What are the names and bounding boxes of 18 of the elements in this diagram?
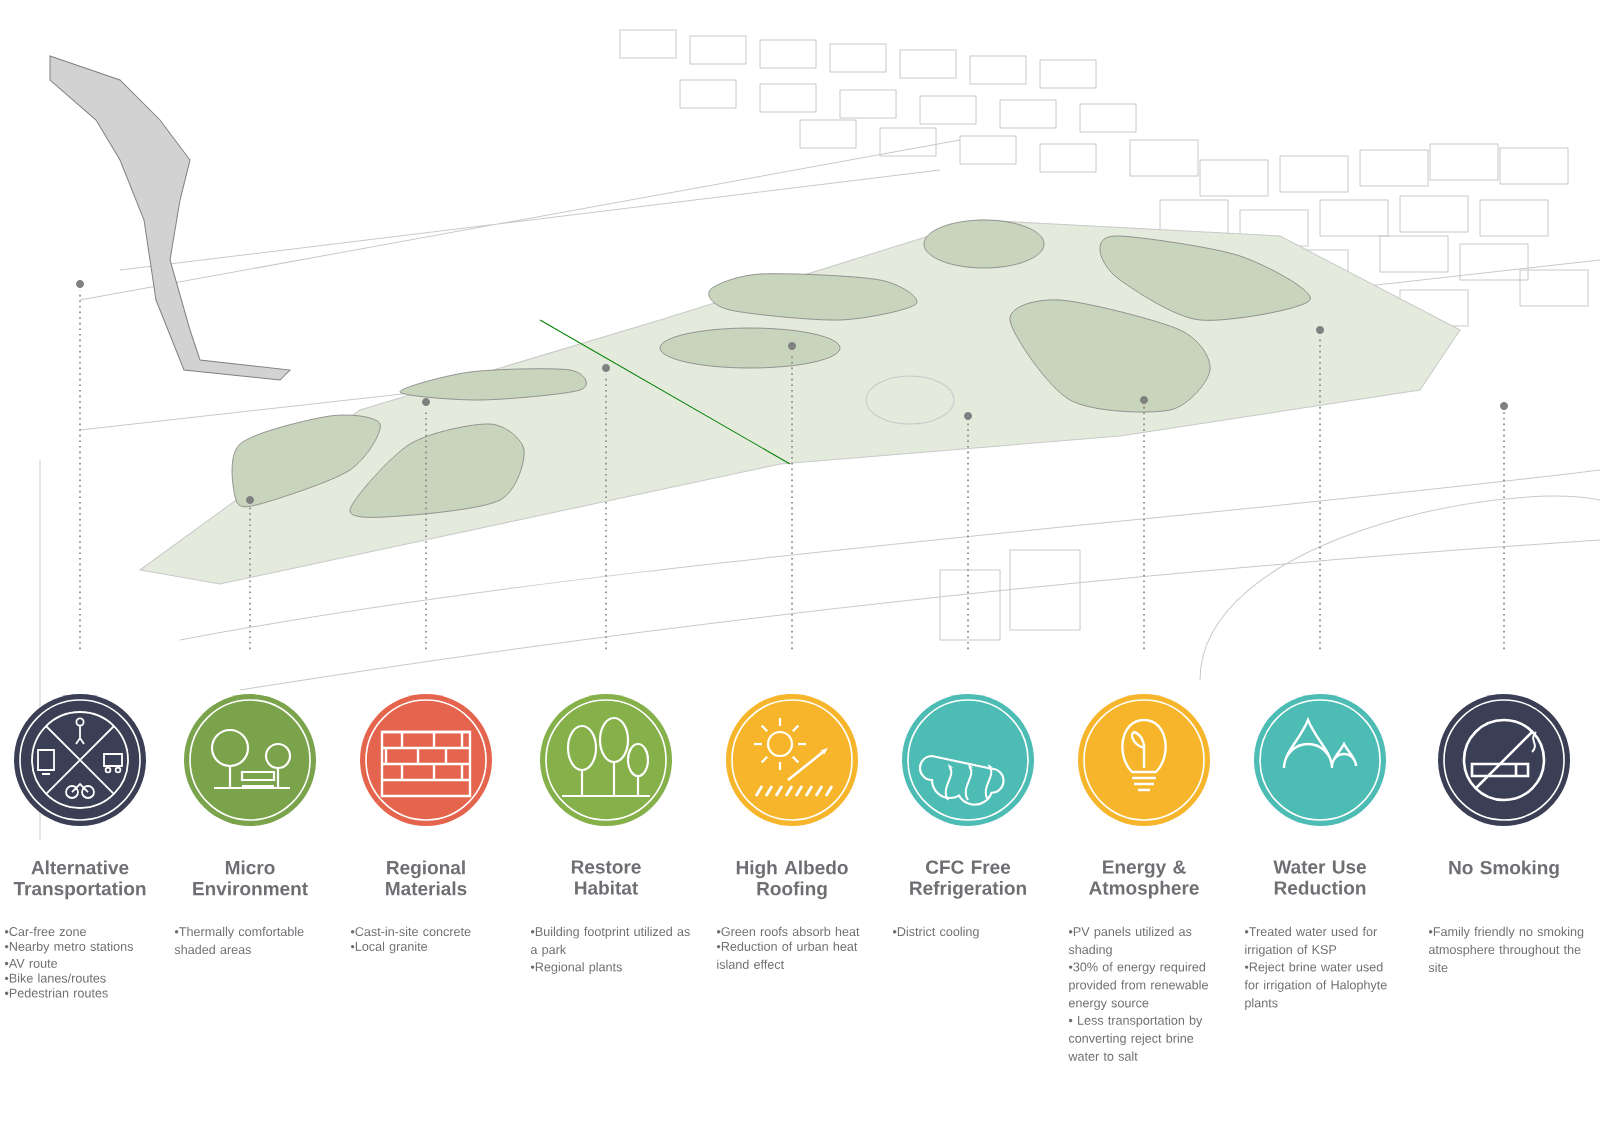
leader-line [1503, 411, 1505, 650]
leader-line [425, 407, 427, 650]
category-title: High Albedo Roofing [736, 860, 848, 900]
category-title: CFC Free Refrigeration [910, 860, 1026, 899]
leader-line [967, 421, 969, 650]
category-title: Energy & Atmosphere [1089, 860, 1199, 899]
category-title: Micro Environment [193, 860, 308, 896]
leader-line [79, 289, 81, 650]
category-title: Regional Materials [386, 860, 467, 896]
leader-line [791, 351, 793, 650]
leader-line [1143, 405, 1145, 650]
leader-line [605, 373, 607, 650]
category-title: Alternative Transportation [13, 860, 146, 900]
leader-line [1319, 335, 1321, 650]
category-title: Restore Habitat [571, 860, 641, 895]
category-title: No Smoking [1449, 860, 1559, 879]
category-title: Water Use Reduction [1273, 860, 1366, 895]
leader-line [249, 505, 251, 650]
